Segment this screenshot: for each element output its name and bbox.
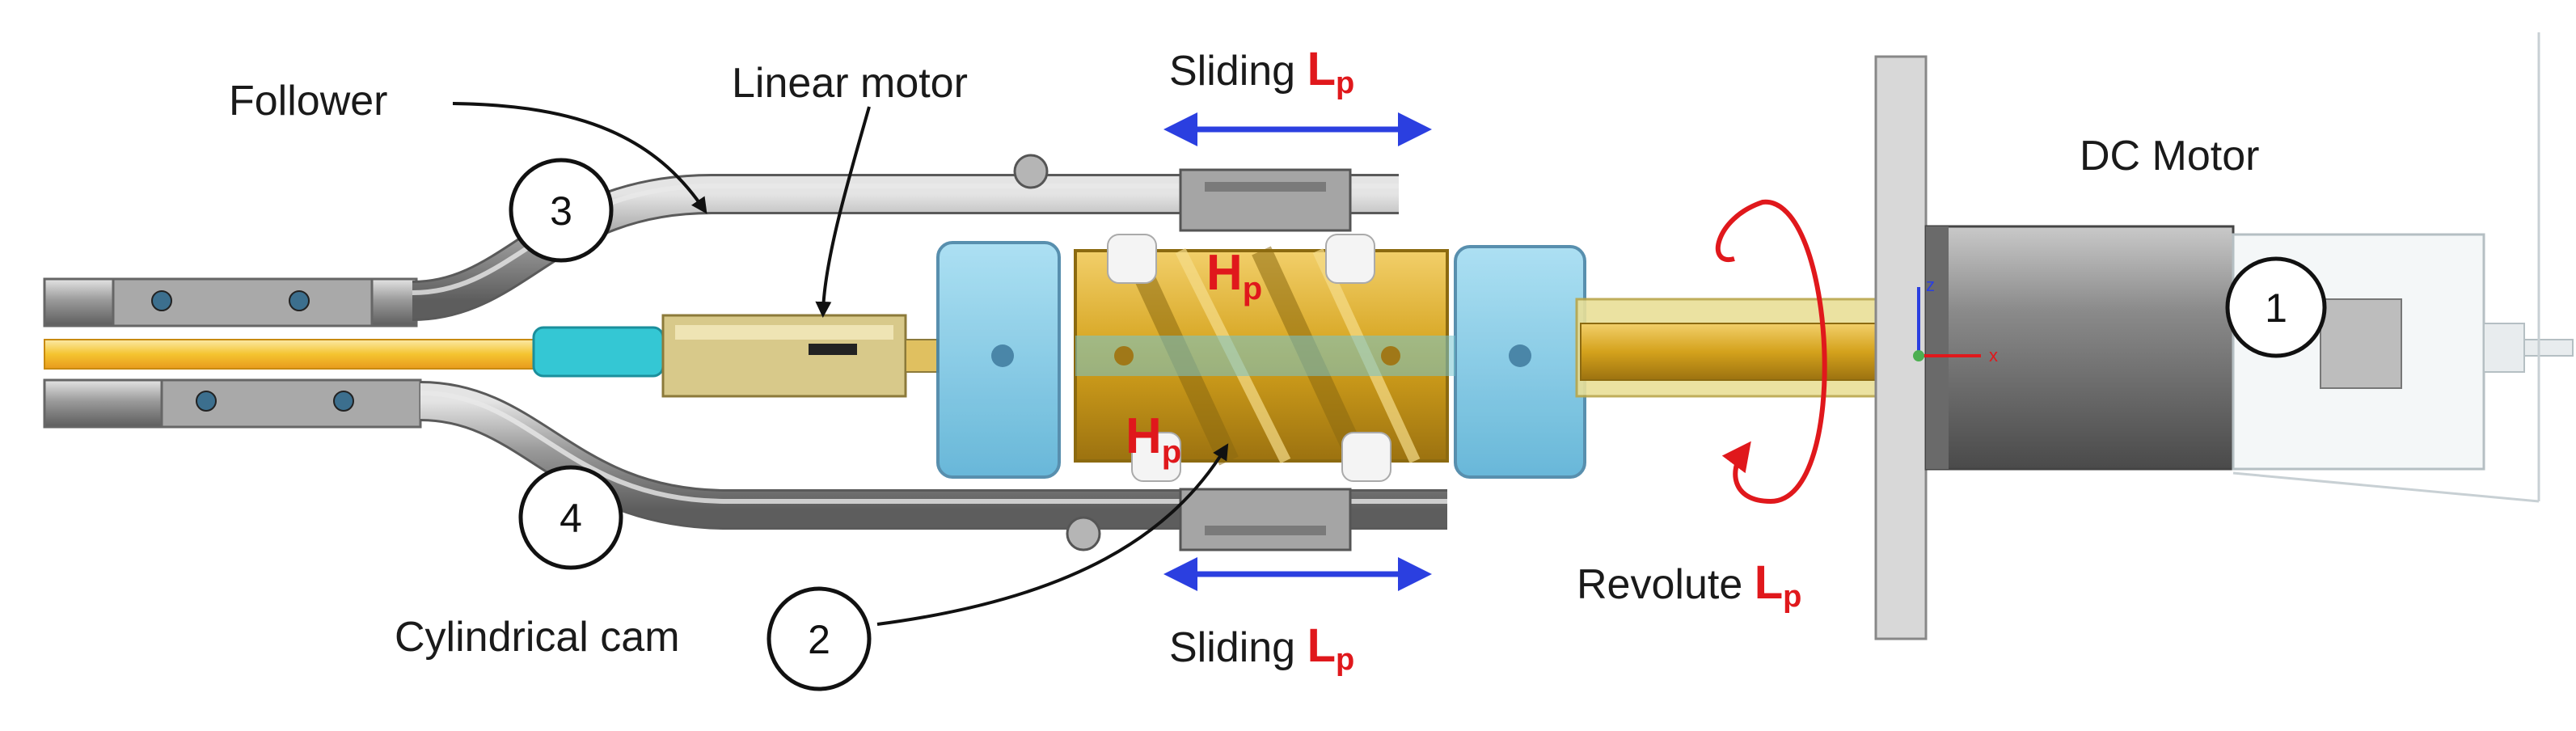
left-base-block-top — [43, 277, 418, 327]
label-dc-motor: DC Motor — [2080, 133, 2259, 180]
slider-block-top — [1179, 168, 1352, 232]
label-follower: Follower — [229, 78, 388, 125]
label-linear-motor: Linear motor — [732, 60, 968, 107]
svg-text:4: 4 — [560, 496, 582, 541]
left-base-block-bottom — [43, 378, 422, 429]
axis-x-label: x — [1989, 345, 1998, 366]
label-hp-bottom: Hp — [1125, 408, 1181, 470]
bearing-block-right — [1454, 245, 1586, 479]
slider-block-bottom — [1179, 488, 1352, 551]
revolute-arrow — [1715, 199, 1827, 505]
linear-motor-leader — [815, 106, 871, 318]
follower-leader — [452, 102, 707, 214]
follower-arm-bottom — [420, 381, 1447, 551]
screw-icon — [151, 290, 172, 311]
svg-text:3: 3 — [550, 188, 572, 234]
svg-text:1: 1 — [2265, 285, 2287, 331]
screw-icon — [333, 391, 354, 412]
output-shaft — [1575, 298, 1881, 398]
pin-icon — [1013, 154, 1049, 189]
svg-text:2: 2 — [808, 617, 830, 662]
callout-4: 4 — [518, 465, 623, 570]
bearing-block-left — [936, 241, 1061, 479]
pin-icon — [1066, 516, 1101, 551]
screw-icon — [196, 391, 217, 412]
motor-housing — [1924, 225, 2235, 471]
callout-2: 2 — [766, 586, 872, 691]
cam-leader — [876, 443, 1229, 626]
linear-motor-body — [532, 314, 939, 398]
cylindrical-cam — [1074, 234, 1455, 482]
label-hp-top: Hp — [1206, 245, 1262, 306]
callout-1: 1 — [2225, 256, 2327, 358]
dc-motor — [1874, 32, 2574, 640]
screw-icon — [289, 290, 310, 311]
label-sliding-top: Sliding Lp — [1169, 43, 1354, 100]
label-sliding-bottom: Sliding Lp — [1169, 619, 1354, 677]
yellow-rod — [44, 339, 547, 370]
label-revolute: Revolute Lp — [1577, 556, 1801, 614]
callout-3: 3 — [509, 158, 614, 263]
axis-triad: z x — [1913, 275, 1998, 366]
label-cylindrical-cam: Cylindrical cam — [395, 614, 680, 661]
axis-z-label: z — [1926, 275, 1935, 295]
